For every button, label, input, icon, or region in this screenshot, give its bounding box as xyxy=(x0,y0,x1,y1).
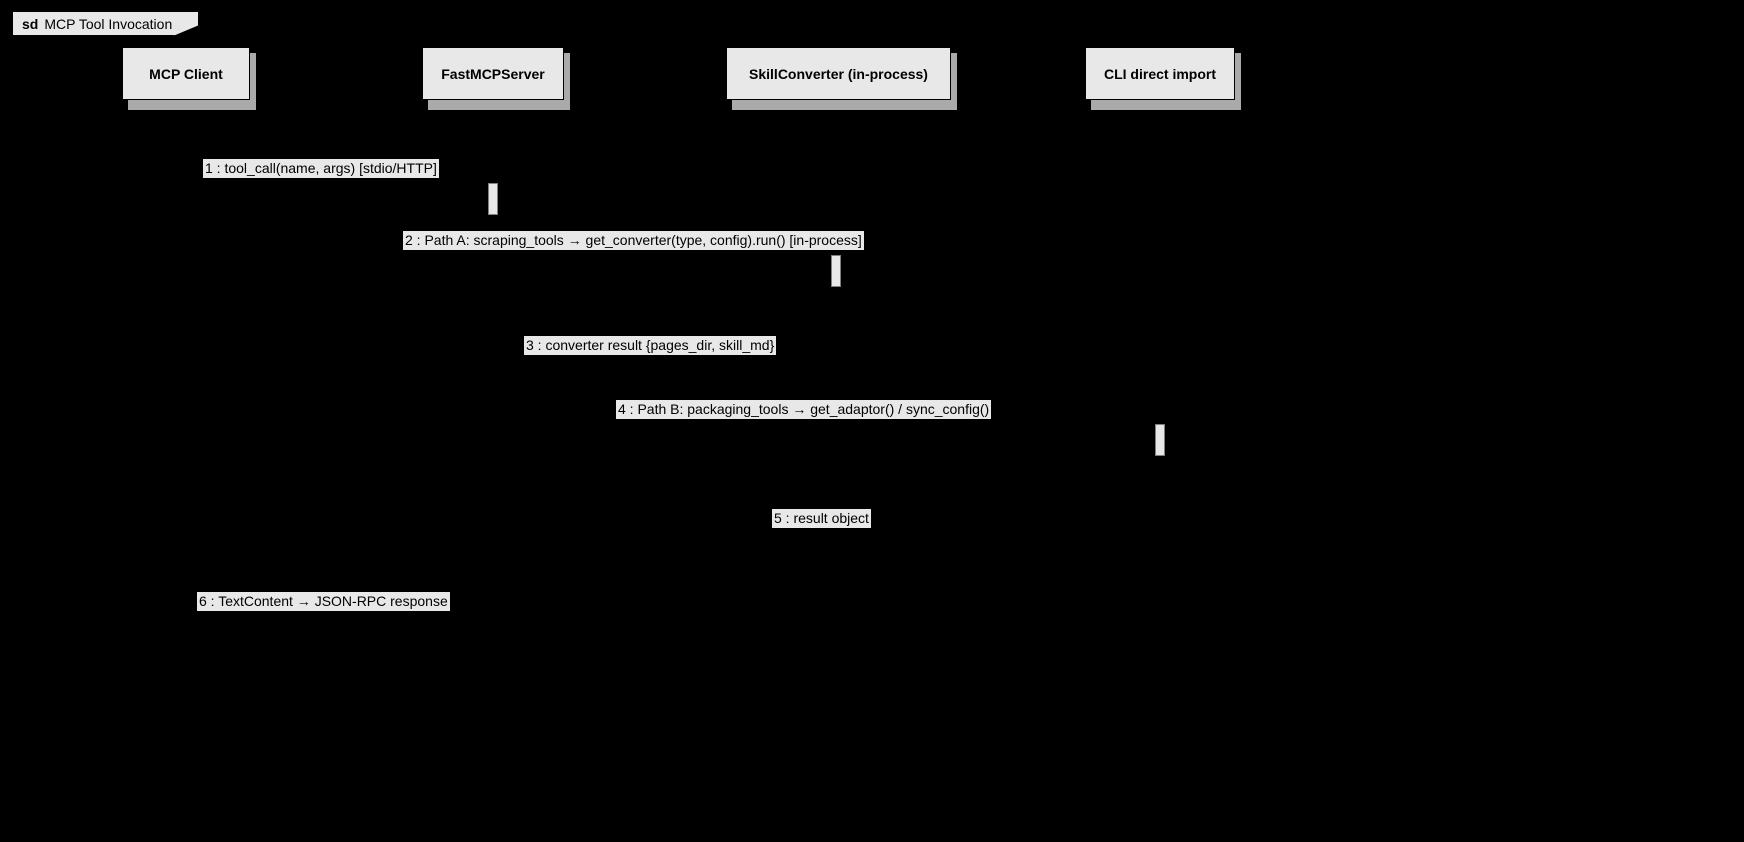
activation-fastmcpserver-1 xyxy=(488,183,498,215)
activation-cli-direct-1 xyxy=(1155,424,1165,456)
message-label-3: 3 : converter result {pages_dir, skill_m… xyxy=(524,336,777,355)
participant-cli-direct-import[interactable]: CLI direct import xyxy=(1085,47,1241,110)
message-label-4: 4 : Path B: packaging_tools → get_adapto… xyxy=(616,400,992,419)
message-label-5: 5 : result object xyxy=(772,509,871,528)
participant-label: FastMCPServer xyxy=(441,65,545,82)
message-line-4 xyxy=(493,424,1152,425)
message-line-5 xyxy=(493,533,1160,534)
participant-skillconverter[interactable]: SkillConverter (in-process) xyxy=(726,47,957,110)
participant-label-box[interactable]: FastMCPServer xyxy=(422,47,564,100)
participant-label: MCP Client xyxy=(149,65,223,82)
message-label-1: 1 : tool_call(name, args) [stdio/HTTP] xyxy=(203,159,439,178)
participant-label: CLI direct import xyxy=(1103,65,1216,82)
message-label-6: 6 : TextContent → JSON-RPC response xyxy=(197,592,450,611)
message-line-6 xyxy=(183,616,493,617)
message-label-2: 2 : Path A: scraping_tools → get_convert… xyxy=(403,231,864,250)
participant-mcp-client[interactable]: MCP Client xyxy=(122,47,256,110)
participant-label: SkillConverter (in-process) xyxy=(749,65,928,82)
participant-fastmcpserver[interactable]: FastMCPServer xyxy=(422,47,570,110)
frame-title: MCP Tool Invocation xyxy=(44,15,173,32)
message-arrowhead-5 xyxy=(493,528,502,538)
message-arrowhead-4 xyxy=(1146,419,1155,429)
lifeline-mcp-client xyxy=(183,105,184,842)
lifeline-fastmcpserver xyxy=(493,105,494,842)
participant-label-box[interactable]: SkillConverter (in-process) xyxy=(726,47,951,100)
frame-title-tab: sd MCP Tool Invocation xyxy=(12,11,200,36)
message-arrowhead-1 xyxy=(479,178,488,188)
participant-label-box[interactable]: CLI direct import xyxy=(1085,47,1235,100)
message-line-3 xyxy=(493,360,831,361)
frame-keyword: sd xyxy=(22,15,39,32)
message-line-2 xyxy=(498,255,828,256)
message-arrowhead-3 xyxy=(493,355,502,365)
participant-label-box[interactable]: MCP Client xyxy=(122,47,250,100)
lifeline-cli-direct-import xyxy=(1160,105,1161,842)
message-arrowhead-6 xyxy=(183,611,192,621)
message-line-1 xyxy=(183,183,485,184)
message-arrowhead-2 xyxy=(822,250,831,260)
activation-skillconverter-1 xyxy=(831,255,841,287)
lifeline-skillconverter xyxy=(836,105,837,842)
